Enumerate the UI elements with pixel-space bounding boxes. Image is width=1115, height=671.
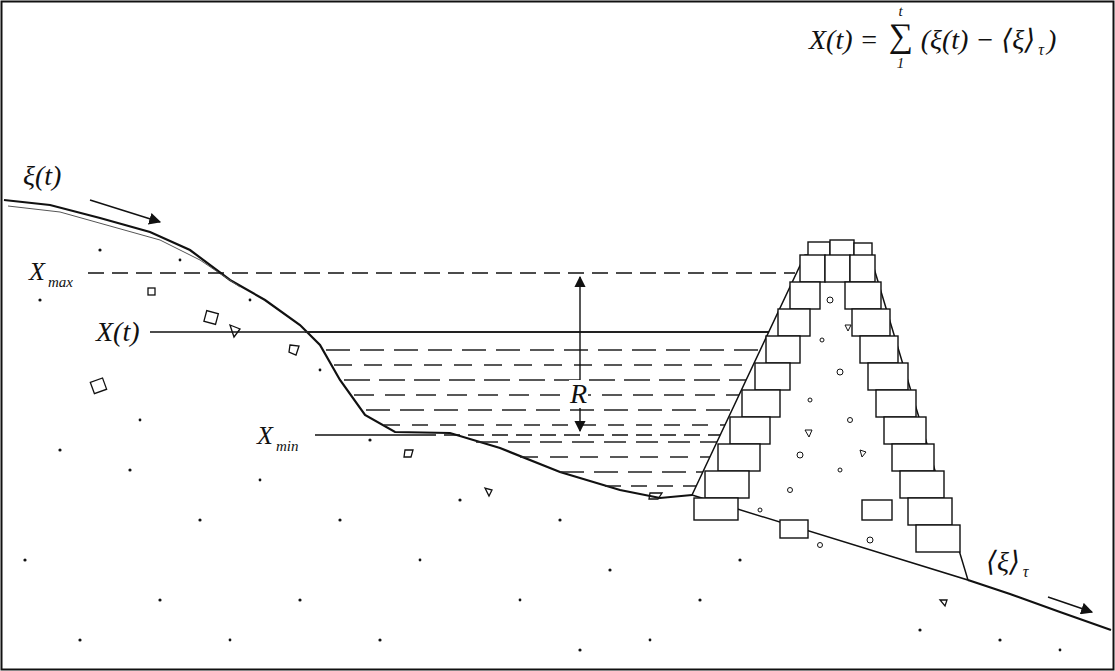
outflow-arrow — [1048, 597, 1092, 612]
dam — [692, 240, 968, 580]
sum-limit: 1 — [896, 56, 906, 71]
level-label: X — [28, 259, 46, 285]
subscript: max — [47, 275, 74, 290]
stones — [90, 288, 947, 606]
min-level-line — [315, 434, 420, 435]
ground-line — [968, 580, 1111, 630]
level-label: X — [256, 423, 274, 449]
formula-text: ) — [1046, 26, 1057, 54]
ground-dots — [23, 248, 1061, 651]
inflow-arrow — [90, 200, 160, 222]
subscript: τ — [1037, 42, 1045, 58]
inflow-label: ξ(t) — [22, 162, 62, 190]
sum-limit: t — [897, 4, 903, 19]
min-level-line — [420, 434, 728, 435]
outflow-label: ⟨ξ⟩ — [985, 548, 1021, 576]
stream-line — [8, 206, 240, 287]
ground-line — [4, 200, 692, 498]
subscript: min — [275, 439, 300, 454]
subscript: τ — [1022, 564, 1030, 580]
max-level-line — [88, 272, 795, 273]
sum-sign: ∑ — [887, 19, 913, 53]
formula-text: X(t) = — [808, 26, 879, 54]
range-label: R — [569, 380, 588, 408]
level-line — [150, 331, 305, 332]
level-label: X(t) — [95, 318, 141, 346]
water — [305, 332, 772, 486]
formula-text: (ξ(t) − ⟨ξ⟩ — [920, 26, 1036, 54]
